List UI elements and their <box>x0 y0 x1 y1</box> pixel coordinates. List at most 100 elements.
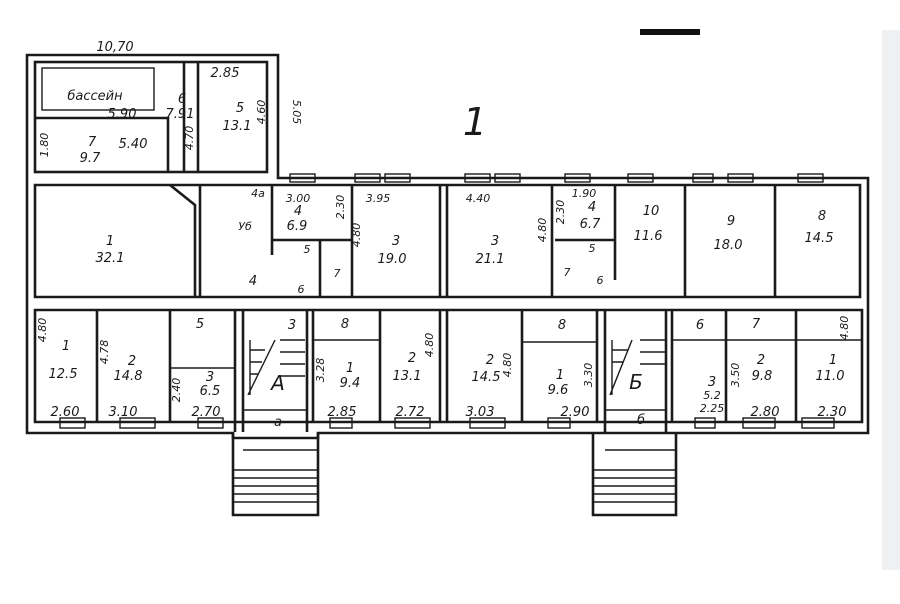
room-number: 2 <box>486 353 494 368</box>
room-area: 32.1 <box>96 251 125 266</box>
dim-label: 5.90 <box>108 107 137 122</box>
dim-label: 2.30 <box>818 405 847 420</box>
room-area: 21.1 <box>476 252 505 267</box>
room-number: 2 <box>408 351 416 366</box>
room-area: 7.91 <box>166 107 195 122</box>
room-area: 18.0 <box>714 238 743 253</box>
stair-b <box>593 339 676 503</box>
room-area: 14.5 <box>805 231 834 246</box>
room-area: 9.7 <box>80 151 101 166</box>
room-number: 1 <box>556 368 564 383</box>
room-area: 14.8 <box>114 369 143 384</box>
dim-label: 2.40 <box>170 378 183 403</box>
dim-label: 4.70 <box>183 126 196 151</box>
room-number: 1 <box>829 353 837 368</box>
room-area: 9.6 <box>548 383 569 398</box>
room-number: 8 <box>341 317 349 332</box>
plan-number: 1 <box>463 100 487 144</box>
room-number: Уб <box>238 220 252 233</box>
dim-label: 4.80 <box>501 353 514 378</box>
dim-label: 4.80 <box>350 223 363 248</box>
room-number: 2 <box>128 354 136 369</box>
dim-label: 2.70 <box>192 405 221 420</box>
room-area: 13.1 <box>223 119 252 134</box>
room-number: 6 <box>597 274 604 287</box>
annex-labels: 10,70 бассейн 5.90 6 7.91 2.85 5 13.1 4.… <box>38 40 303 166</box>
dim-label: 4.80 <box>36 318 49 343</box>
dim-label: 1.90 <box>572 187 597 200</box>
dim-label: 2.30 <box>554 200 567 225</box>
room-area: 11.6 <box>634 229 663 244</box>
room-number: 5 <box>196 317 204 332</box>
room-area: 12.5 <box>49 367 78 382</box>
room-number: 7 <box>752 317 761 332</box>
room-number: 8 <box>558 318 566 333</box>
dim-label: 4.40 <box>466 192 491 205</box>
dim-label: 4.60 <box>255 100 268 125</box>
stair-a <box>233 339 318 503</box>
pool-label: бассейн <box>67 89 123 104</box>
room-area: 6.9 <box>287 219 308 234</box>
room-number: 6 <box>178 92 186 107</box>
stair-label: А <box>269 371 285 395</box>
dim-label: 2.25 <box>700 402 725 415</box>
top-dark-bar <box>640 29 700 35</box>
room-area: 13.1 <box>393 369 422 384</box>
room-area: 6.5 <box>200 384 221 399</box>
north-room-labels: 1 32.1 4 4а Уб 5 6 7 3.00 4 6.9 2.30 3.9… <box>96 187 834 296</box>
south-room-labels: 4.80 1 12.5 2.60 4.78 2 14.8 3.10 5 3 6.… <box>36 316 851 430</box>
dim-label: 3.28 <box>314 358 327 383</box>
room-number: 3 <box>392 234 400 249</box>
room-number: а <box>274 415 282 430</box>
room-number: 1 <box>106 234 114 249</box>
dim-label: 3.10 <box>109 405 138 420</box>
room-number: 10 <box>643 204 660 219</box>
dim-label: 10,70 <box>96 40 133 55</box>
dim-label: 3.00 <box>286 192 311 205</box>
windows <box>59 173 835 429</box>
dim-label: 2.80 <box>751 405 780 420</box>
room-number: 4 <box>294 204 302 219</box>
room-number: б <box>637 413 645 428</box>
room-number: 5 <box>236 101 244 116</box>
stair-label: Б <box>629 370 643 394</box>
dim-label: 4.80 <box>423 333 436 358</box>
room-number: 3 <box>288 318 296 333</box>
room-number: 4а <box>251 187 265 200</box>
room-area: 5.2 <box>703 389 721 402</box>
room-number: 3 <box>206 370 214 385</box>
room-area: 11.0 <box>816 369 845 384</box>
dim-label: 2.85 <box>328 405 357 420</box>
dim-label: 4.80 <box>838 316 851 341</box>
room-number: 9 <box>727 214 735 229</box>
room-number: 5 <box>304 243 311 256</box>
room-number: 2 <box>757 353 765 368</box>
room-number: 7 <box>334 267 341 280</box>
room-number: 7 <box>88 135 97 150</box>
room-area: 6.7 <box>580 217 601 232</box>
dim-label: 1.80 <box>38 133 51 158</box>
dim-label: 4.80 <box>536 218 549 243</box>
room-number: 3 <box>491 234 499 249</box>
room-number: 3 <box>708 375 716 390</box>
dim-label: 4.78 <box>98 340 111 365</box>
dim-label: 2.30 <box>334 195 347 220</box>
room-number: 5 <box>589 242 596 255</box>
room-number: 1 <box>62 339 70 354</box>
dim-label: 3.95 <box>366 192 391 205</box>
room-number: 6 <box>696 318 704 333</box>
room-number: 8 <box>818 209 826 224</box>
room-number: 6 <box>298 283 305 296</box>
dim-label: 3.30 <box>582 363 595 388</box>
room-area: 9.4 <box>340 376 361 391</box>
right-margin-strip <box>882 30 900 570</box>
dim-label: 2.72 <box>396 405 425 420</box>
room-area: 9.8 <box>752 369 773 384</box>
dim-label: 5.40 <box>119 137 148 152</box>
dim-label: 2.60 <box>51 405 80 420</box>
room-number: 1 <box>346 361 354 376</box>
dim-label: 5.05 <box>290 100 303 125</box>
dim-label: 2.90 <box>561 405 590 420</box>
dim-label: 3.50 <box>729 363 742 388</box>
